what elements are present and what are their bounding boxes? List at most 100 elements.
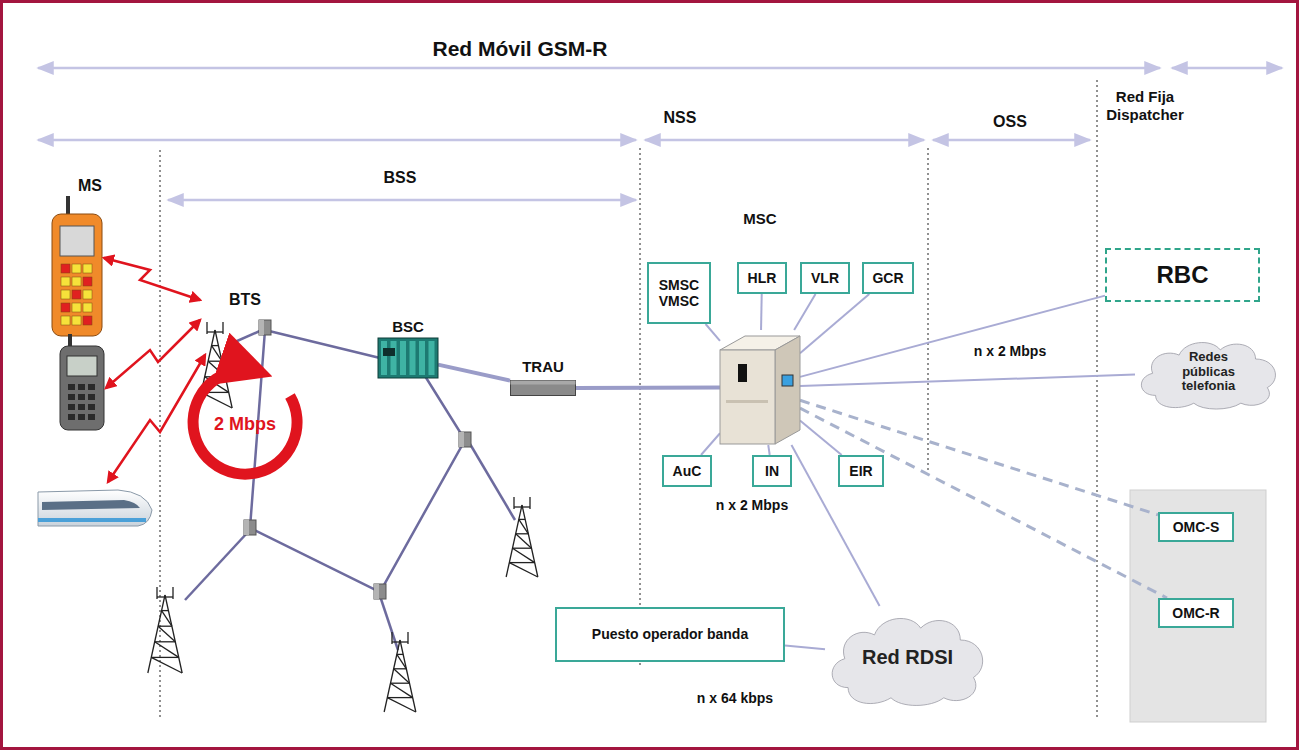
bts-tower-part-part [151, 657, 182, 673]
cloud-outline-part [1141, 343, 1275, 410]
bsc-rack-part [383, 348, 395, 356]
bts-tower-part-part [162, 611, 172, 627]
mobile-phone-orange-part-part [61, 277, 70, 286]
mobile-phone-orange-part-part [61, 290, 70, 299]
bts-tower-part-part [387, 697, 412, 698]
bsc-rack-part [381, 341, 387, 375]
divider-lines [160, 80, 1097, 720]
bts-tower-part-part [155, 642, 179, 658]
network-cloud: Redes públicas telefonia [1135, 333, 1282, 411]
bts-tower-part [384, 632, 416, 712]
equipment-icon: MSC [720, 330, 800, 445]
msc-switch-part [775, 336, 800, 444]
msc-switch-part [720, 350, 775, 444]
ring-arrow-part [193, 370, 297, 474]
mobile-phone-grey-part-part [78, 414, 85, 420]
bts-tower-part-part [151, 657, 178, 658]
trau-unit [510, 380, 576, 396]
msc-switch [720, 330, 800, 445]
node-text: Puesto operador banda [592, 626, 748, 642]
node-text: SMSC VMSC [653, 277, 705, 309]
repeater-box-part [259, 320, 264, 335]
repeater-box-part [459, 432, 464, 447]
node-text: IN [765, 463, 779, 479]
node-text: AuC [673, 463, 702, 479]
divider-lines-part [640, 148, 641, 665]
bsc-rack-part [410, 341, 416, 375]
mobile-phone-grey-part-part [78, 404, 85, 410]
ring-links-part [470, 444, 515, 520]
mobile-phone-orange-part-part [83, 290, 92, 299]
bts-tower-part-part [148, 595, 165, 673]
network-element-box: EIR [838, 455, 884, 487]
dashed-link [800, 400, 1158, 515]
mobile-phone-orange-part-part [83, 316, 92, 325]
bts-tower-part-part [512, 548, 534, 562]
text-label: n x 64 kbps [697, 690, 773, 707]
mobile-phone-grey-part-part [88, 404, 95, 410]
radio-link-part [104, 258, 200, 300]
radio-link [104, 258, 205, 482]
bts-tower-part-part [514, 506, 530, 507]
network-element-box: OMC-R [1158, 598, 1234, 628]
equipment-icon: TRAU [510, 380, 576, 396]
network-link [701, 433, 720, 455]
bts-tower-part-part [158, 626, 172, 627]
msc-switch-part [738, 364, 747, 382]
bts-tower-part-part [212, 346, 222, 362]
mobile-phone-orange-part [61, 264, 92, 325]
ring-arrow [193, 370, 297, 474]
node-text: RBC [1157, 261, 1209, 289]
bts-tower-part-part [397, 654, 407, 668]
network-element-box: Puesto operador banda [555, 607, 785, 662]
text-label: n x 2 Mbps [716, 497, 788, 514]
network-link [768, 445, 769, 455]
trau-unit-part [511, 381, 576, 385]
node-text: BSC [392, 318, 424, 335]
bts-tower-part-part [392, 641, 408, 642]
node-text: VLR [811, 270, 839, 286]
bts-tower-part-part [155, 641, 176, 642]
node-text: Red RDSI [862, 646, 953, 669]
repeater-box-part [374, 584, 379, 599]
radio-link-part [106, 320, 200, 388]
mobile-phone-orange-part-part [83, 277, 92, 286]
network-element-box: HLR [737, 262, 787, 294]
network-link [791, 445, 879, 606]
mobile-phone-grey-part [68, 384, 95, 420]
oss-panel [1130, 490, 1266, 722]
network-link [576, 386, 720, 390]
text-label: MS [78, 176, 102, 195]
mobile-phone-orange-part-part [72, 316, 81, 325]
train-part [42, 500, 140, 510]
mobile-phone-grey-part-part [68, 414, 75, 420]
rbc-box: RBC [1105, 248, 1260, 302]
diagram-title: Red Móvil GSM-R [432, 36, 607, 61]
network-link [800, 294, 869, 353]
bts-tower-part-part [157, 596, 173, 597]
divider-lines-part [928, 148, 929, 470]
divider-lines-part [160, 150, 161, 720]
bts-tower-part-part [387, 698, 416, 712]
bts-tower-part-part [208, 361, 222, 362]
network-link [800, 296, 1105, 377]
node-text: GCR [872, 270, 903, 286]
network-element-box: VLR [800, 262, 850, 294]
ring-links-part [185, 532, 248, 600]
repeater-box-part [374, 584, 386, 599]
bts-tower [148, 322, 538, 712]
text-label: BSS [384, 168, 417, 187]
network-link [794, 294, 815, 330]
cloud-outline-part [832, 618, 983, 705]
text-label: BTS [229, 290, 261, 309]
network-element-box: SMSC VMSC [647, 262, 711, 324]
mobile-phone-grey [60, 334, 104, 430]
repeater-box-part [259, 320, 271, 335]
ring-links-part [265, 330, 380, 358]
mobile-phone-orange-part [66, 196, 70, 215]
repeater-box-part [244, 520, 256, 535]
mobile-phone-grey-part-part [88, 414, 95, 420]
network-link [800, 375, 1135, 387]
